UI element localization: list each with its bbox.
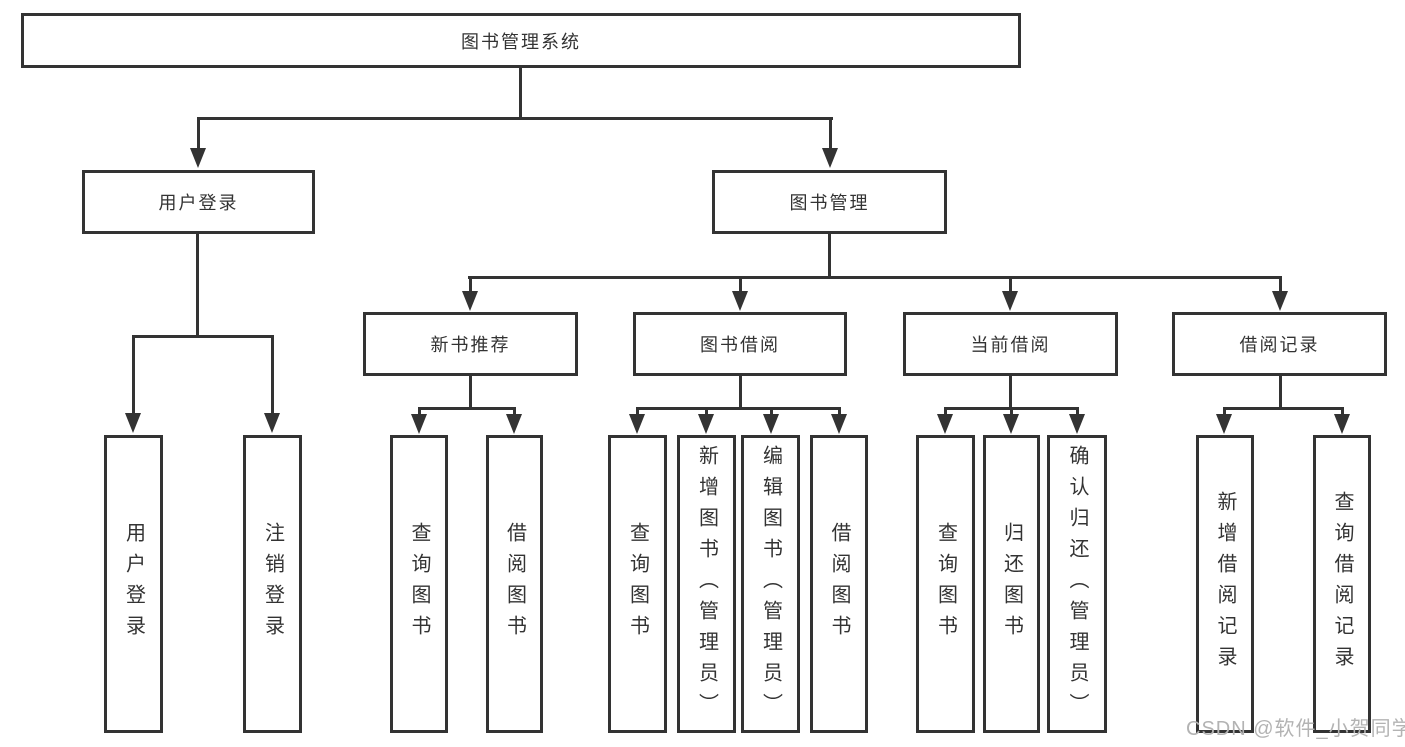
arrowhead-bb-borrow bbox=[831, 414, 847, 434]
connector-bb-query-drop bbox=[636, 407, 639, 417]
connector-user-login-rail bbox=[132, 335, 274, 338]
connector-br-add-drop bbox=[1223, 407, 1226, 417]
node-borrow-records: 借阅记录 bbox=[1172, 312, 1387, 376]
leaf-user-login: 用户登录 bbox=[104, 435, 163, 733]
connector-book-borrow-drop bbox=[739, 276, 742, 293]
connector-nb-stem bbox=[469, 376, 472, 410]
arrowhead-bb-query bbox=[629, 414, 645, 434]
arrowhead-ul-login bbox=[125, 413, 141, 433]
arrowhead-bb-edit bbox=[763, 414, 779, 434]
arrowhead-new-book bbox=[462, 291, 478, 311]
arrowhead-br-query bbox=[1334, 414, 1350, 434]
connector-bb-stem bbox=[739, 376, 742, 410]
arrowhead-borrow-records bbox=[1272, 291, 1288, 311]
connector-cb-confirm-drop bbox=[1076, 407, 1079, 417]
arrowhead-book-borrow bbox=[732, 291, 748, 311]
connector-cb-stem bbox=[1009, 376, 1012, 410]
leaf-br-add-record: 新增借阅记录 bbox=[1196, 435, 1254, 733]
connector-br-rail bbox=[1223, 407, 1343, 410]
node-new-book-recommend: 新书推荐 bbox=[363, 312, 578, 376]
connector-book-management-rail bbox=[468, 276, 1282, 279]
arrowhead-cb-return bbox=[1003, 414, 1019, 434]
node-user-login: 用户登录 bbox=[82, 170, 315, 234]
arrowhead-ul-logout bbox=[264, 413, 280, 433]
connector-user-login-drop bbox=[197, 117, 200, 151]
arrowhead-current-borrow bbox=[1002, 291, 1018, 311]
connector-bb-add-drop bbox=[705, 407, 708, 417]
arrowhead-bb-add bbox=[698, 414, 714, 434]
connector-root-rail bbox=[197, 117, 833, 120]
connector-bb-borrow-drop bbox=[838, 407, 841, 417]
connector-nb-rail bbox=[418, 407, 516, 410]
arrowhead-nb-borrow bbox=[506, 414, 522, 434]
connector-current-borrow-drop bbox=[1009, 276, 1012, 293]
leaf-cb-return-books: 归还图书 bbox=[983, 435, 1040, 733]
connector-cb-return-drop bbox=[1010, 407, 1013, 417]
connector-br-stem bbox=[1279, 376, 1282, 410]
connector-book-management-drop bbox=[829, 117, 832, 151]
connector-cb-query-drop bbox=[944, 407, 947, 417]
connector-nb-query-drop bbox=[418, 407, 421, 417]
leaf-br-query-record: 查询借阅记录 bbox=[1313, 435, 1371, 733]
connector-borrow-records-drop bbox=[1279, 276, 1282, 293]
connector-bb-edit-drop bbox=[770, 407, 773, 417]
connector-br-query-drop bbox=[1341, 407, 1344, 417]
leaf-logout: 注销登录 bbox=[243, 435, 302, 733]
leaf-nb-query-books: 查询图书 bbox=[390, 435, 448, 733]
arrowhead-book-management bbox=[822, 148, 838, 168]
connector-bb-rail bbox=[636, 407, 840, 410]
leaf-bb-query-books: 查询图书 bbox=[608, 435, 667, 733]
node-root: 图书管理系统 bbox=[21, 13, 1021, 68]
arrowhead-br-add bbox=[1216, 414, 1232, 434]
connector-book-management-stem bbox=[828, 234, 831, 279]
arrowhead-user-login bbox=[190, 148, 206, 168]
leaf-bb-borrow-books: 借阅图书 bbox=[810, 435, 868, 733]
arrowhead-cb-confirm bbox=[1069, 414, 1085, 434]
node-book-management: 图书管理 bbox=[712, 170, 947, 234]
connector-ul-login-drop bbox=[132, 335, 135, 415]
connector-nb-borrow-drop bbox=[513, 407, 516, 417]
watermark: CSDN @软件_小贺同学 bbox=[1186, 718, 1405, 740]
leaf-bb-edit-books-admin: 编辑图书（管理员） bbox=[741, 435, 800, 733]
node-current-borrow: 当前借阅 bbox=[903, 312, 1118, 376]
arrowhead-cb-query bbox=[937, 414, 953, 434]
node-book-borrow: 图书借阅 bbox=[633, 312, 847, 376]
connector-ul-logout-drop bbox=[271, 335, 274, 415]
leaf-cb-query-books: 查询图书 bbox=[916, 435, 975, 733]
connector-root-stem bbox=[519, 66, 522, 119]
connector-new-book-drop bbox=[469, 276, 472, 293]
leaf-cb-confirm-return-admin: 确认归还（管理员） bbox=[1047, 435, 1107, 733]
arrowhead-nb-query bbox=[411, 414, 427, 434]
leaf-bb-add-books-admin: 新增图书（管理员） bbox=[677, 435, 736, 733]
connector-user-login-stem bbox=[196, 234, 199, 338]
leaf-nb-borrow-books: 借阅图书 bbox=[486, 435, 543, 733]
